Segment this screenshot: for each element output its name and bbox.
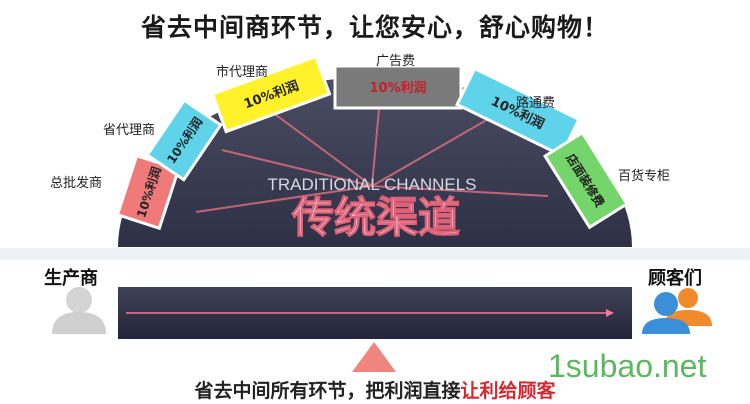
tile-4-label: 广告费 bbox=[376, 54, 416, 69]
tile-1: 10%利润 bbox=[115, 153, 181, 231]
tile-4-badge: 10%利润 bbox=[369, 80, 426, 96]
tile-3: 10%利润 bbox=[210, 54, 332, 134]
tile-1-label: 总批发商 bbox=[50, 176, 103, 191]
tile-6-label: 百货专柜 bbox=[618, 169, 671, 184]
footer-text: 省去中间所有环节，把利润直接让利给顾客 bbox=[0, 376, 750, 403]
center-chinese-title: 传统渠道 bbox=[291, 193, 460, 242]
ray-lines bbox=[195, 97, 549, 213]
ground-band bbox=[0, 248, 750, 260]
footer-highlight: 让利给顾客 bbox=[460, 380, 556, 402]
arrow-right-icon bbox=[126, 309, 614, 317]
producer-label: 生产商 bbox=[44, 268, 98, 289]
person-icon bbox=[52, 287, 106, 334]
footer-main: 省去中间所有环节，把利润直接 bbox=[194, 380, 461, 402]
tile-6: 店面装修费 bbox=[543, 130, 629, 230]
center-english-title: TRADITIONAL CHANNELS bbox=[267, 175, 476, 194]
watermark: 1subao.net bbox=[548, 348, 707, 384]
tile-2: 10%利润 bbox=[145, 98, 223, 182]
tile-5-label: 路通费 bbox=[516, 96, 556, 111]
tile-3-label: 市代理商 bbox=[216, 65, 269, 80]
tile-5: 10%利润 bbox=[455, 66, 581, 158]
tile-4: 10%利润 bbox=[333, 64, 463, 110]
page-title: 省去中间商环节，让您安心，舒心购物！ bbox=[140, 13, 609, 42]
people-icon bbox=[642, 288, 712, 334]
customers-label: 顾客们 bbox=[648, 268, 702, 289]
triangle-marker bbox=[352, 342, 396, 372]
tile-2-label: 省代理商 bbox=[103, 123, 156, 138]
